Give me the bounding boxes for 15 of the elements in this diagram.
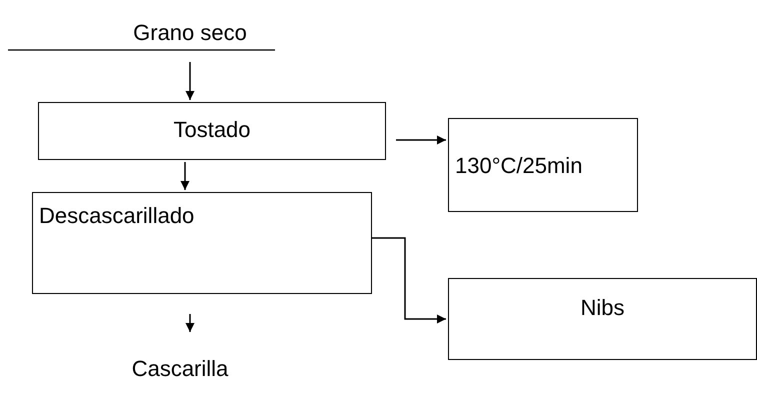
output-label: Cascarilla: [130, 356, 230, 382]
node-label: 130°C/25min: [455, 153, 582, 179]
arrow: [180, 162, 190, 190]
process-box: [32, 192, 372, 294]
parameter-box: [448, 118, 638, 212]
arrow: [186, 314, 194, 332]
output-box: [448, 278, 757, 360]
arrow: [186, 62, 194, 100]
process-box: [38, 102, 386, 160]
node-label: Tostado: [172, 117, 252, 143]
arrow: [372, 237, 446, 324]
node-label: Nibs: [579, 295, 626, 321]
node-label: Descascarillado: [39, 203, 194, 229]
input-label: Grano seco: [132, 20, 248, 46]
arrow: [396, 136, 446, 144]
